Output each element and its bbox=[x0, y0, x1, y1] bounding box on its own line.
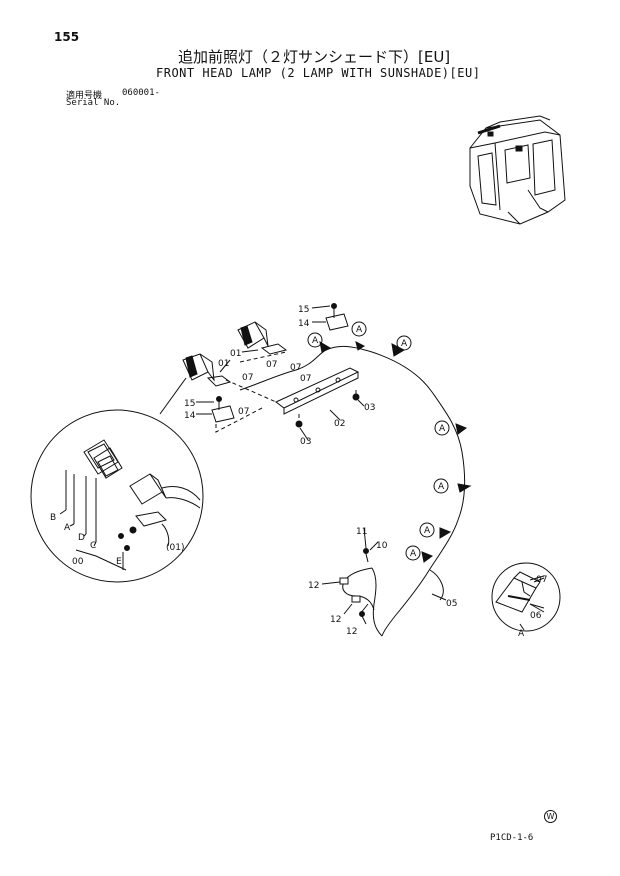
callout-07: 07 bbox=[536, 575, 547, 585]
footer-code: P1CD-1-6 bbox=[490, 833, 534, 843]
callout-07: 07 bbox=[290, 363, 301, 373]
callout-01: 01 bbox=[218, 359, 229, 369]
marker-a: A bbox=[401, 339, 408, 349]
detail-label-c: C bbox=[90, 541, 96, 551]
detail-label-d: D bbox=[78, 533, 85, 543]
callout-07: 07 bbox=[238, 407, 249, 417]
marker-a: A bbox=[438, 482, 445, 492]
lamp-assembly-left bbox=[182, 353, 232, 387]
callout-07: 07 bbox=[242, 373, 253, 383]
callout-12: 12 bbox=[308, 581, 319, 591]
detail-label-e: E bbox=[116, 557, 122, 567]
callout-leaders bbox=[196, 305, 545, 625]
title-japanese: 追加前照灯（２灯サンシェード下）[EU] bbox=[178, 48, 451, 66]
callout-14: 14 bbox=[184, 411, 196, 421]
detail-circle-right bbox=[491, 562, 561, 632]
harness-clamps bbox=[319, 340, 472, 563]
wire-harness-05 bbox=[239, 345, 466, 637]
serial-label-japanese: 適用号機 bbox=[66, 91, 103, 101]
detail-label-a: A bbox=[64, 523, 71, 533]
callout-03: 03 bbox=[300, 437, 311, 447]
callout-14: 14 bbox=[298, 319, 310, 329]
bracket-02 bbox=[275, 367, 360, 415]
callout-07: 07 bbox=[266, 360, 277, 370]
serial-label-english: Serial No. bbox=[66, 98, 121, 108]
marker-a: A bbox=[356, 325, 363, 335]
detail-label-b: B bbox=[50, 513, 56, 523]
lamp-assembly-right bbox=[237, 321, 288, 355]
marker-a: A bbox=[439, 424, 446, 434]
callout-06: 06 bbox=[530, 611, 542, 621]
corner-circle-mark: W bbox=[544, 810, 557, 823]
callout-05: 05 bbox=[446, 599, 457, 609]
marker-a: A bbox=[410, 549, 417, 559]
cab-overview bbox=[469, 115, 566, 225]
serial-value: 060001- bbox=[122, 88, 160, 98]
callout-01: 01 bbox=[230, 349, 241, 359]
detail-label-00: 00 bbox=[72, 557, 84, 567]
circled-a-markers bbox=[307, 321, 450, 561]
callout-07: 07 bbox=[300, 374, 311, 384]
callout-11: 11 bbox=[356, 527, 367, 537]
detail-label-01: (01) bbox=[166, 543, 184, 553]
callout-12: 12 bbox=[346, 627, 357, 637]
callout-02: 02 bbox=[334, 419, 345, 429]
callout-15: 15 bbox=[298, 305, 309, 315]
page-number: 155 bbox=[54, 30, 80, 44]
callout-10: 10 bbox=[376, 541, 388, 551]
callout-12: 12 bbox=[330, 615, 341, 625]
marker-a-detail: A bbox=[518, 629, 525, 639]
detail-circle-left bbox=[30, 377, 204, 583]
assembly-guide-lines bbox=[215, 316, 357, 433]
callout-15: 15 bbox=[184, 399, 195, 409]
bracket-14 bbox=[211, 313, 349, 423]
marker-a: A bbox=[312, 336, 319, 346]
callout-03: 03 bbox=[364, 403, 375, 413]
marker-a: A bbox=[424, 526, 431, 536]
title-english: FRONT HEAD LAMP (2 LAMP WITH SUNSHADE)[E… bbox=[156, 66, 481, 80]
